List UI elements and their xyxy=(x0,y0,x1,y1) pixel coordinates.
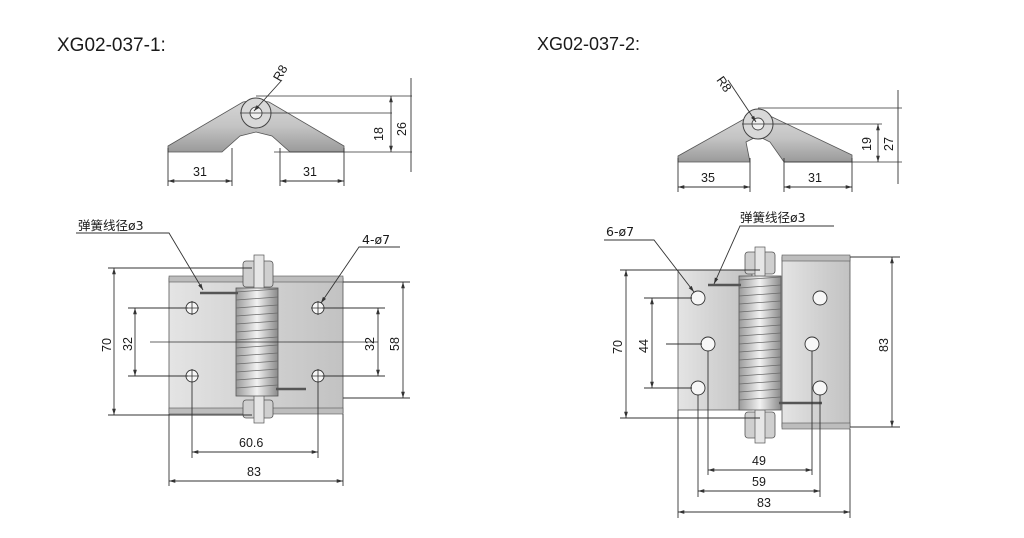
right-top-h-inner-label: 19 xyxy=(860,137,874,151)
left-top-w-right-label: 31 xyxy=(303,165,317,179)
left-top-h-inner-label: 18 xyxy=(372,127,386,141)
left-front-w-total-label: 83 xyxy=(247,465,261,479)
right-spring-note: 弹簧线径ø3 xyxy=(740,210,806,225)
right-front-h-pitch-label: 44 xyxy=(637,339,651,353)
right-front-w-total-label: 83 xyxy=(757,496,771,510)
right-top-view: R8 19 27 35 31 xyxy=(677,74,902,192)
title-right: XG02-037-2: xyxy=(537,34,641,54)
right-front-w-holes-outer-label: 59 xyxy=(752,475,766,489)
right-top-radius-label: R8 xyxy=(714,74,735,95)
left-top-view: R8 18 26 31 31 xyxy=(167,63,412,186)
right-top-w-right-label: 31 xyxy=(808,171,822,185)
right-front-view: 6-ø7 弹簧线径ø3 70 44 83 49 59 83 xyxy=(604,210,900,518)
left-front-h-pitch-left-label: 32 xyxy=(121,337,135,351)
right-front-h-total-label: 70 xyxy=(611,340,625,354)
left-front-w-holes-label: 60.6 xyxy=(239,436,263,450)
right-front-h-leaf-label: 83 xyxy=(877,338,891,352)
left-top-radius-label: R8 xyxy=(270,63,290,84)
title-left: XG02-037-1: xyxy=(57,35,166,56)
left-front-h-pitch-right-label: 32 xyxy=(363,337,377,351)
left-front-view: 弹簧线径ø3 4-ø7 70 32 32 58 60.6 83 xyxy=(76,218,410,486)
right-holes-note: 6-ø7 xyxy=(606,224,634,239)
left-front-h-leaf-label: 58 xyxy=(388,337,402,351)
left-top-w-left-label: 31 xyxy=(193,165,207,179)
left-holes-note: 4-ø7 xyxy=(362,232,390,247)
left-front-h-total-label: 70 xyxy=(100,338,114,352)
left-spring-note: 弹簧线径ø3 xyxy=(78,218,144,233)
right-top-w-left-label: 35 xyxy=(701,171,715,185)
right-top-h-outer-label: 27 xyxy=(882,137,896,151)
right-front-spring xyxy=(738,275,782,411)
right-front-w-holes-inner-label: 49 xyxy=(752,454,766,468)
left-top-h-outer-label: 26 xyxy=(395,122,409,136)
